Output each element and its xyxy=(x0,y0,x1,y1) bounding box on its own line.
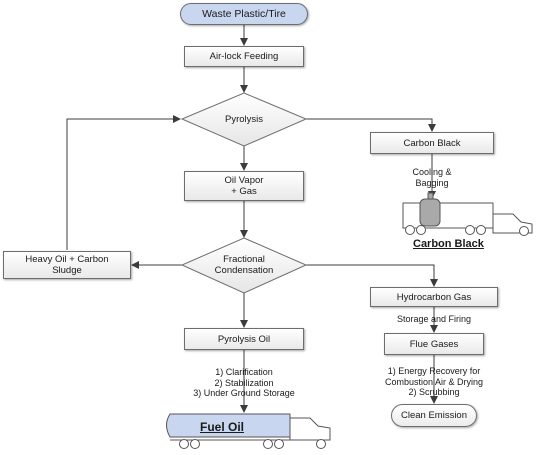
flue-gases-label: Flue Gases xyxy=(409,338,459,350)
cooling-bagging-label: Cooling & Bagging xyxy=(412,167,452,188)
oil-vapor-gas-box: Oil Vapor + Gas xyxy=(184,171,304,201)
heavy-oil-sludge-box: Heavy Oil + Carbon Sludge xyxy=(3,251,131,279)
condensation-diamond xyxy=(180,237,308,294)
storage-firing-label: Storage and Firing xyxy=(396,314,472,324)
airlock-feeding-box: Air-lock Feeding xyxy=(184,46,304,67)
fuel-oil-truck-caption: Fuel Oil xyxy=(200,420,245,434)
airlock-feeding-label: Air-lock Feeding xyxy=(209,51,279,62)
hydrocarbon-gas-label: Hydrocarbon Gas xyxy=(396,291,472,303)
carbon-black-box-label: Carbon Black xyxy=(403,137,461,149)
oil-vapor-gas-label: Oil Vapor + Gas xyxy=(224,175,264,197)
flue-gases-box: Flue Gases xyxy=(384,333,484,355)
carbon-black-box: Carbon Black xyxy=(370,132,494,154)
carbon-black-truck-caption: Carbon Black xyxy=(413,238,484,250)
fractional-condensation-label: Fractional Condensation xyxy=(214,254,274,276)
hydrocarbon-gas-box: Hydrocarbon Gas xyxy=(370,287,498,307)
energy-recovery-label: 1) Energy Recovery for Combustion Air & … xyxy=(384,366,484,397)
arrow-pyrolysis-to-carbon-black xyxy=(305,118,436,132)
pyrolysis-oil-box: Pyrolysis Oil xyxy=(184,328,304,350)
arrow-heavy-oil-recycle-to-pyrolysis xyxy=(66,115,181,250)
arrow-condensation-to-hydrocarbon-gas xyxy=(306,264,438,287)
clean-emission-label: Clean Emission xyxy=(401,410,467,421)
carbon-black-truck-icon xyxy=(402,192,533,236)
pyrolysis-label: Pyrolysis xyxy=(224,113,263,125)
start-node: Waste Plastic/Tire xyxy=(180,3,308,25)
oil-treatment-label: 1) Clarification 2) Stabilization 3) Und… xyxy=(193,367,295,398)
start-node-label: Waste Plastic/Tire xyxy=(202,8,286,20)
pyrolysis-diamond xyxy=(180,92,308,147)
fuel-oil-tanker-icon xyxy=(166,413,331,449)
pyrolysis-oil-label: Pyrolysis Oil xyxy=(217,333,271,345)
clean-emission-node: Clean Emission xyxy=(391,404,477,427)
heavy-oil-sludge-label: Heavy Oil + Carbon Sludge xyxy=(25,254,109,276)
